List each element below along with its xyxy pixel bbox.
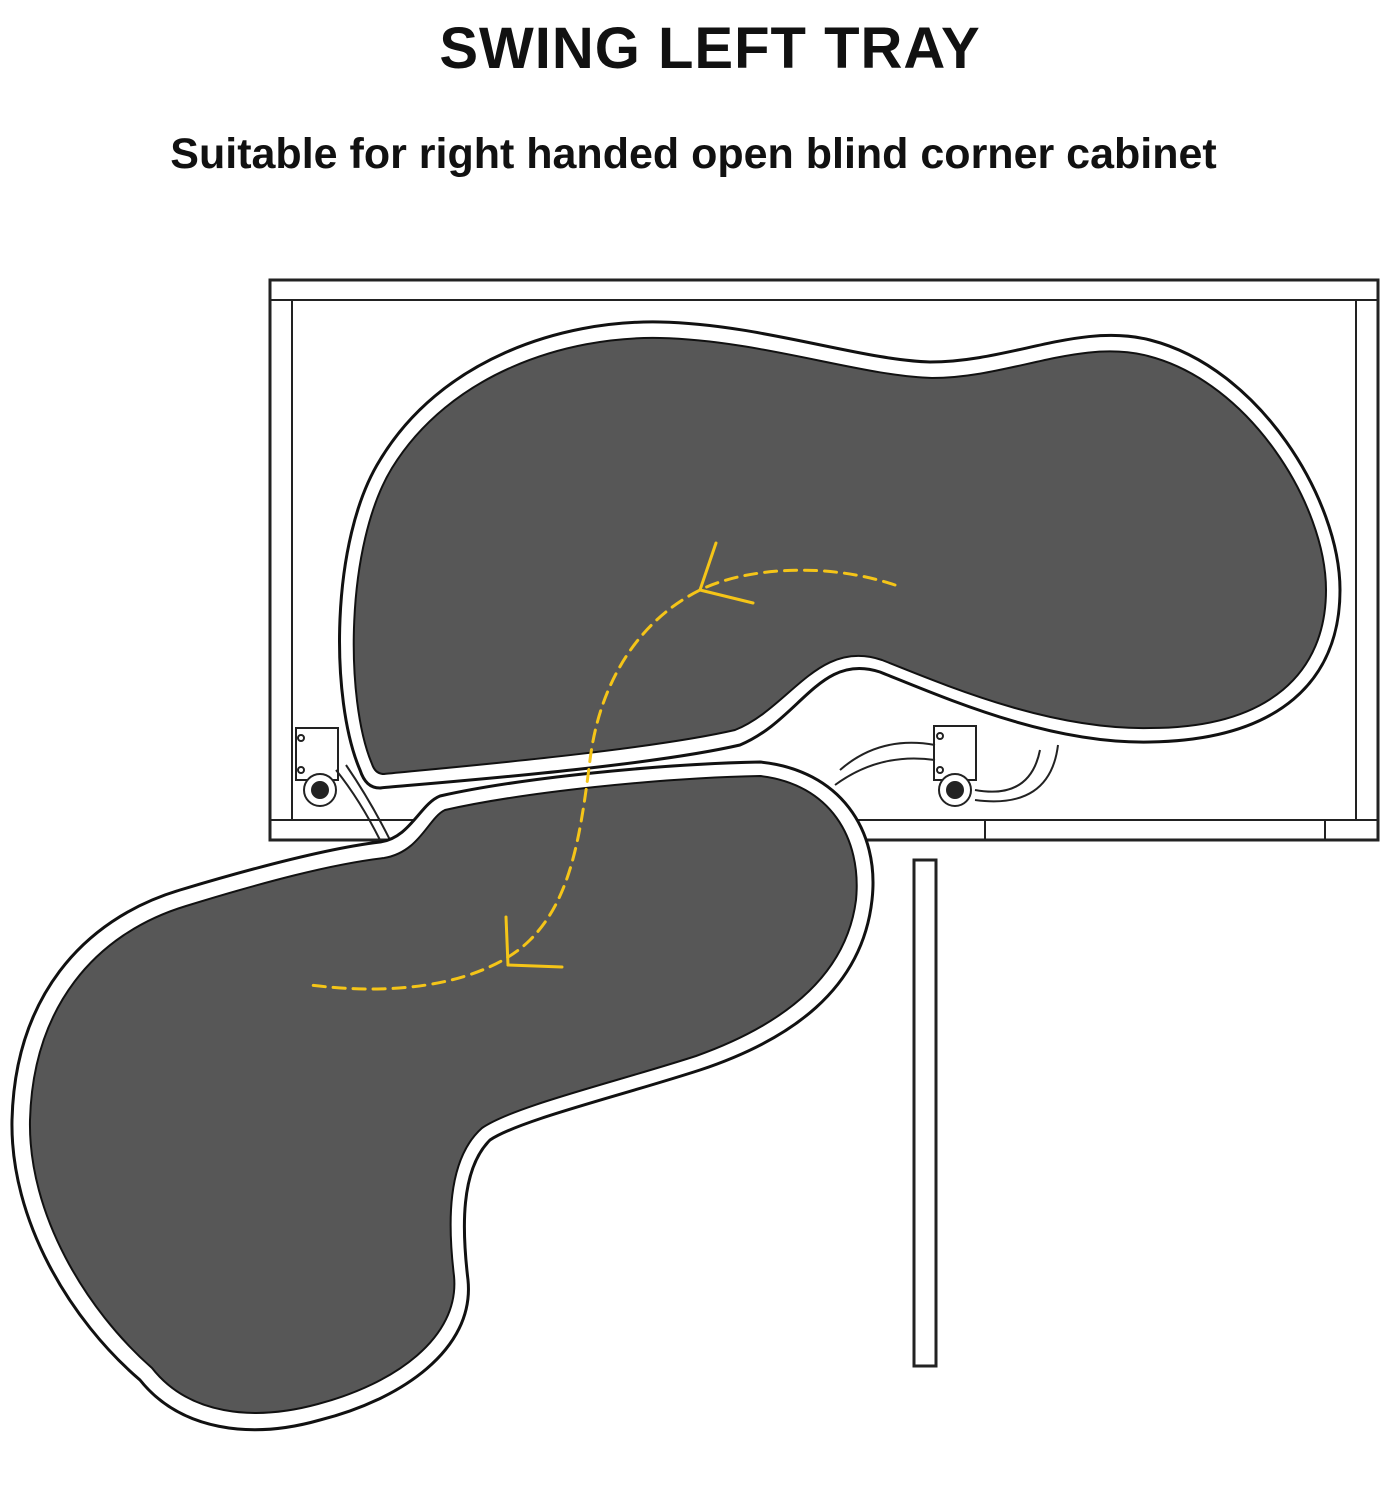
- swing-arrow: [308, 568, 897, 991]
- cabinet-door-panel: [912, 858, 938, 1368]
- bottom-tray: [10, 760, 875, 1432]
- title-banner: SWING LEFT TRAY: [348, 4, 1072, 92]
- top-tray: [338, 320, 1342, 790]
- page-title: SWING LEFT TRAY: [439, 15, 981, 81]
- arrow-head-bottom: [504, 915, 564, 969]
- arrow-head-top: [698, 541, 755, 605]
- page-subtitle: Suitable for right handed open blind cor…: [170, 130, 1217, 178]
- left-pivot-hinge: [295, 727, 391, 841]
- right-pivot-hinge: [834, 725, 1059, 807]
